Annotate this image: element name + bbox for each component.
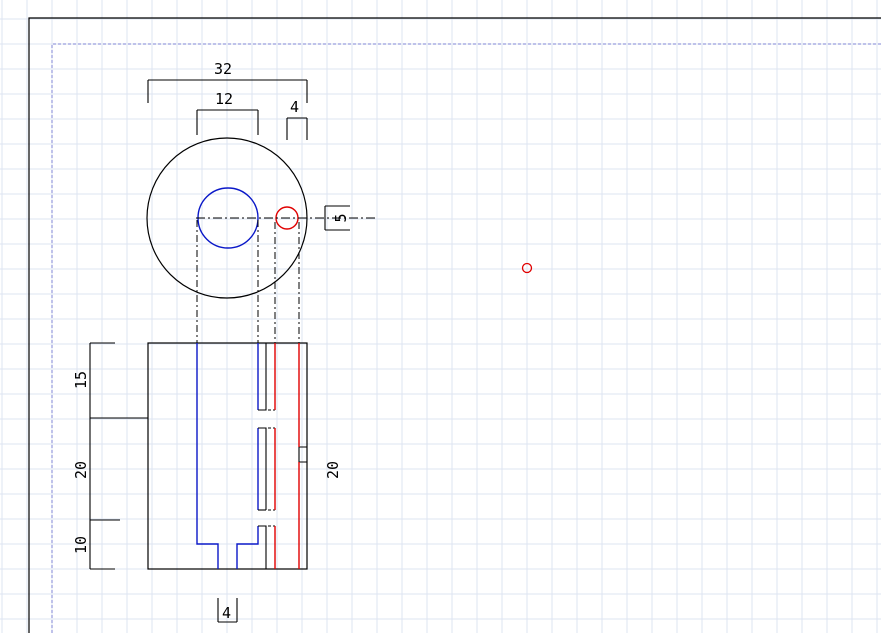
dimension-overall-width[interactable] — [147, 79, 308, 103]
dimension-label-10: 10 — [72, 536, 90, 554]
step-details — [258, 343, 307, 569]
dimension-label-32: 32 — [214, 60, 232, 78]
dimension-label-15: 15 — [72, 371, 90, 389]
bore-profile[interactable] — [196, 343, 219, 569]
pin-hole-profile[interactable] — [274, 343, 300, 569]
snap-point-marker[interactable] — [521, 262, 533, 274]
dimension-label-4-top: 4 — [290, 98, 299, 116]
dimension-label-5: 5 — [332, 213, 350, 222]
step-details-dashed — [268, 409, 275, 527]
front-view-outline[interactable] — [147, 342, 308, 570]
dimension-bottom-width[interactable] — [217, 598, 238, 623]
dimension-label-20-left: 20 — [72, 461, 90, 479]
bore-profile-right[interactable] — [236, 526, 259, 569]
dimension-label-4-bottom: 4 — [222, 604, 231, 622]
dimension-bore-diameter[interactable] — [196, 109, 259, 135]
paper-border — [28, 17, 881, 633]
print-margin-boundary — [51, 43, 881, 633]
dimension-hole-offset[interactable] — [324, 205, 350, 231]
projection-lines — [196, 220, 300, 343]
dimension-heights-left[interactable] — [89, 342, 148, 570]
dimension-label-20-right: 20 — [324, 461, 342, 479]
dimension-hole-diameter[interactable] — [286, 117, 308, 140]
dimension-label-12: 12 — [215, 90, 233, 108]
